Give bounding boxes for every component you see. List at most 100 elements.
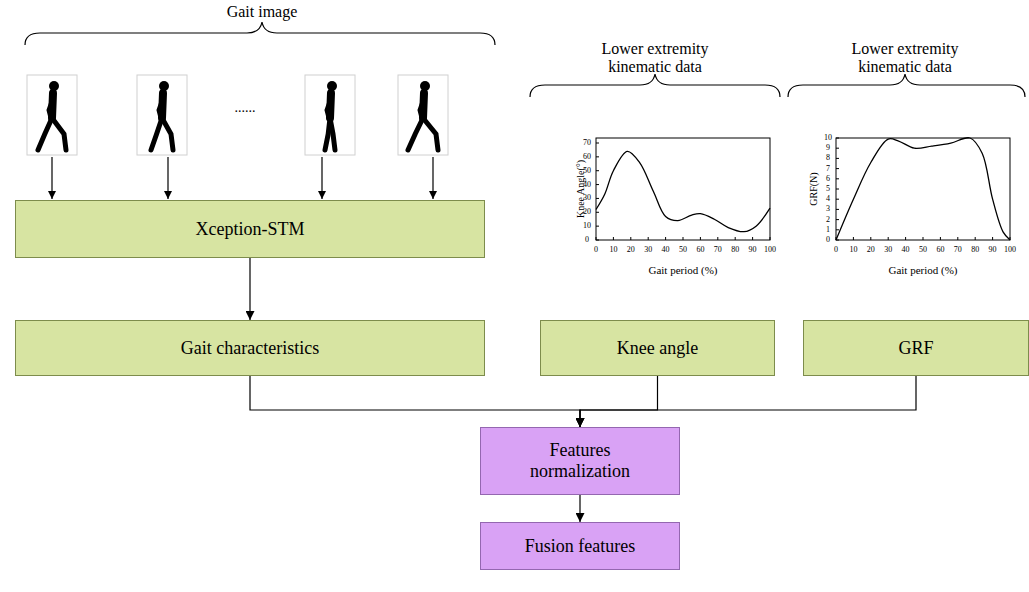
tick-label: 20 (627, 246, 635, 255)
tick (923, 237, 924, 240)
tick (836, 158, 839, 159)
tick-label: 80 (971, 246, 979, 255)
tick-label: 70 (954, 246, 962, 255)
node-text: GRF (898, 338, 933, 359)
walker-silhouette (38, 81, 66, 150)
image-arrow (432, 157, 433, 199)
process-box: Knee angle (540, 320, 775, 376)
tick-label: 80 (731, 246, 739, 255)
brace (25, 22, 495, 45)
walker-silhouette (151, 81, 173, 150)
tick (596, 184, 599, 185)
tick (596, 198, 599, 199)
tick (596, 240, 599, 241)
process-box: Xception-STM (15, 200, 485, 258)
tick (717, 237, 718, 240)
tick-label: 4 (826, 195, 830, 204)
tick (836, 168, 839, 169)
tick-label: 50 (583, 166, 591, 175)
node-text: Xception-STM (196, 219, 305, 240)
image-arrow (51, 157, 52, 199)
gait-frame (27, 75, 77, 155)
tick (836, 199, 839, 200)
axis-title: GRF(N) (808, 172, 819, 205)
tick-label: 30 (644, 246, 652, 255)
tick (700, 237, 701, 240)
tick-label: 10 (583, 222, 591, 231)
tick-label: 20 (583, 208, 591, 217)
ellipsis: ...... (235, 100, 256, 115)
tick-label: 90 (989, 246, 997, 255)
gait-frame (305, 75, 355, 155)
tick-label: 30 (583, 194, 591, 203)
tick (836, 240, 839, 241)
group-heading: Gait image (227, 3, 298, 21)
tick (683, 237, 684, 240)
flow-arrow (250, 376, 580, 427)
tick (770, 237, 771, 240)
tick (888, 237, 889, 240)
tick-label: 6 (826, 174, 830, 183)
group-heading: Lower extremity kinematic data (580, 40, 730, 75)
tick (596, 226, 599, 227)
tick (648, 237, 649, 240)
tick (940, 237, 941, 240)
tick (596, 156, 599, 157)
tick-label: 60 (583, 152, 591, 161)
image-arrow (321, 157, 322, 199)
chart-frame (596, 138, 770, 240)
tick-label: 8 (826, 154, 830, 163)
tick-label: 90 (749, 246, 757, 255)
tick-label: 20 (867, 246, 875, 255)
node-text: Knee angle (617, 338, 698, 359)
tick (957, 237, 958, 240)
fusion-box: Features normalization (480, 427, 680, 495)
tick-label: 40 (662, 246, 670, 255)
tick (836, 219, 839, 220)
tick (836, 138, 839, 139)
node-text: Features normalization (515, 440, 645, 481)
tick-label: 10 (824, 134, 832, 143)
node-text: Gait characteristics (181, 338, 319, 359)
tick-label: 3 (826, 205, 830, 214)
tick-label: 70 (714, 246, 722, 255)
tick-label: 1 (826, 225, 830, 234)
brace (530, 74, 780, 97)
tick-label: 10 (849, 246, 857, 255)
tick-label: 60 (936, 246, 944, 255)
tick (836, 229, 839, 230)
tick-label: 0 (834, 246, 838, 255)
image-arrow (167, 157, 168, 199)
tick (836, 209, 839, 210)
gait-frame (398, 75, 448, 155)
tick (905, 237, 906, 240)
tick-label: 7 (826, 164, 830, 173)
walker-silhouette (408, 81, 438, 150)
process-box: GRF (803, 320, 1029, 376)
chart-frame (836, 138, 1010, 240)
tick (836, 178, 839, 179)
tick (630, 237, 631, 240)
gait-frame (137, 75, 187, 155)
tick-label: 0 (826, 236, 830, 245)
tick-label: 100 (1004, 246, 1016, 255)
axis-title: Gait period (%) (888, 264, 957, 276)
tick-label: 9 (826, 144, 830, 153)
tick-label: 0 (594, 246, 598, 255)
tick-label: 40 (583, 180, 591, 189)
tick (752, 237, 753, 240)
tick-label: 50 (679, 246, 687, 255)
tick (596, 170, 599, 171)
fusion-box: Fusion features (480, 522, 680, 570)
tick-label: 50 (919, 246, 927, 255)
walker-silhouette (325, 81, 337, 150)
tick-label: 60 (696, 246, 704, 255)
tick (992, 237, 993, 240)
tick-label: 5 (826, 185, 830, 194)
tick-label: 40 (902, 246, 910, 255)
flow-arrow (580, 376, 658, 427)
tick (1010, 237, 1011, 240)
tick (836, 189, 839, 190)
tick (665, 237, 666, 240)
tick-label: 2 (826, 215, 830, 224)
